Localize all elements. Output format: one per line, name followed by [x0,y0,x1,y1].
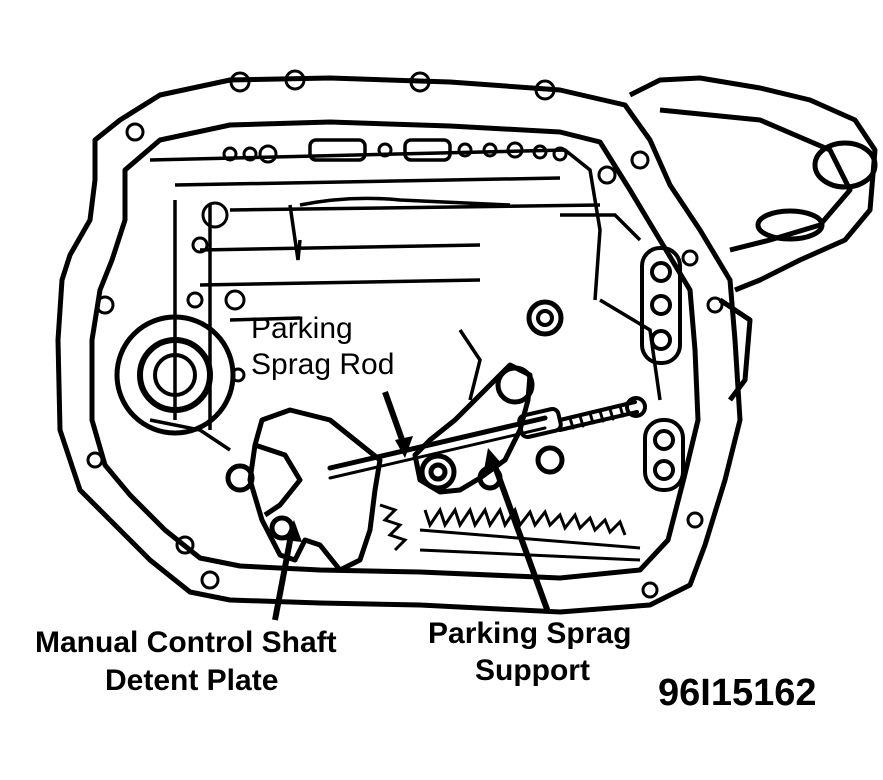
leader-lines [272,390,551,621]
leader-sprag-support [489,456,551,614]
leader-detent-plate [272,529,295,621]
detent-plate [225,407,383,573]
parking-sprag-rod [327,396,647,480]
arrowhead-detent-plate [284,520,302,542]
figure-id: 96I15162 [658,672,817,714]
arrowhead-sprag-support [484,448,502,470]
label-detent-plate-line2: Detent Plate [105,664,278,697]
valve-body-holes [186,141,568,311]
case-bolts [86,69,724,599]
shaft-bore [114,314,246,436]
label-sprag-support-line2: Support [475,654,590,687]
valve-body [149,138,662,452]
label-parking-sprag-rod-line2: Sprag Rod [251,348,394,381]
label-parking-sprag-rod-line1: Parking [251,312,353,345]
arrowhead-sprag-rod [395,436,413,458]
right-valve-holes [526,246,685,492]
right-housing [628,75,878,402]
label-detent-plate-line1: Manual Control Shaft [35,626,337,659]
label-sprag-support-line1: Parking Sprag [428,617,631,650]
transmission-case [55,75,743,615]
